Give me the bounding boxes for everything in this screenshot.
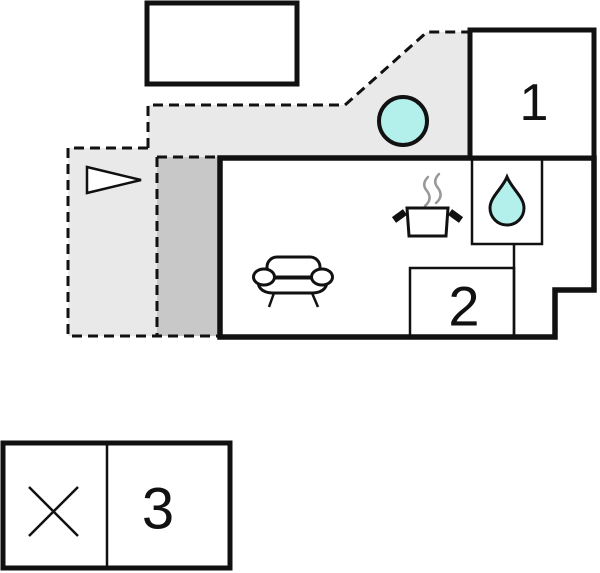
room-3-walls	[0, 440, 233, 571]
bathroom-partition	[470, 156, 544, 246]
flag-icon	[85, 165, 142, 195]
terrace-dashed-borders	[66, 30, 470, 338]
cross-mark-icon	[28, 486, 79, 537]
steam-icon	[434, 172, 442, 205]
room-2-label: 2	[448, 275, 479, 338]
sofa-right-leg	[310, 292, 320, 308]
pot-right-handle	[447, 209, 464, 223]
dark-strip-area	[157, 157, 220, 336]
sofa-left-arm	[252, 267, 276, 287]
room-3-annex	[0, 440, 233, 571]
pot-left-handle	[391, 209, 408, 223]
hot-tub-circle-icon	[377, 95, 429, 147]
upper-terrace-dashed-border	[146, 30, 470, 148]
sofa-icon	[252, 255, 334, 308]
main-room-walls	[217, 155, 597, 340]
left-terrace-dashed-border	[66, 146, 220, 338]
steam-icon	[423, 175, 431, 208]
room-1-label: 1	[520, 74, 549, 132]
water-drop-icon	[488, 173, 526, 227]
kitchen-icons	[391, 172, 464, 238]
balcony-walls	[144, 0, 300, 87]
room-2-partition	[408, 266, 516, 339]
sofa-right-arm	[310, 267, 334, 287]
interior-partitions	[408, 156, 544, 339]
sofa-left-leg	[267, 292, 276, 308]
cooking-pot-icon	[405, 206, 450, 238]
room-3-label: 3	[142, 477, 174, 542]
